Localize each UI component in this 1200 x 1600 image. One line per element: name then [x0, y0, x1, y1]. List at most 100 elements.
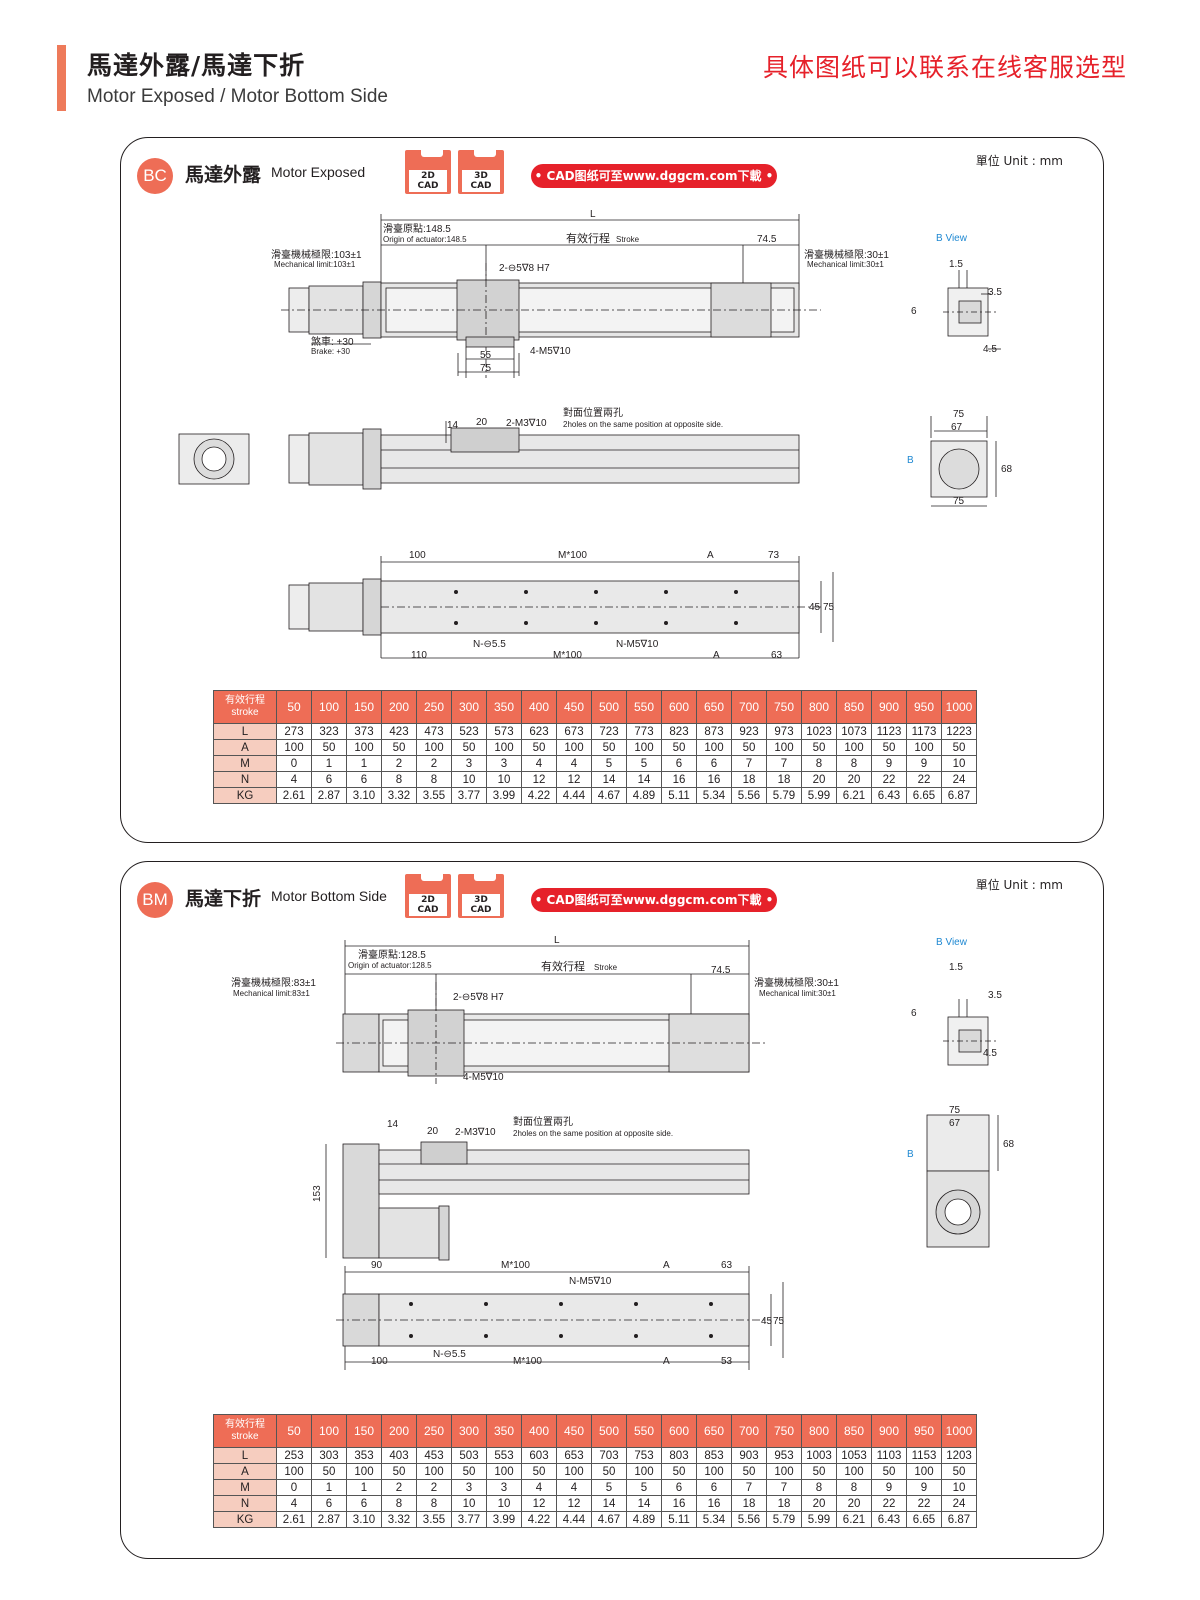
table-cell: 50: [941, 1463, 977, 1480]
table-cell: 10: [451, 771, 487, 788]
table-cell: 8: [801, 755, 837, 772]
row-label: N: [213, 1495, 277, 1512]
table-cell: 16: [696, 771, 732, 788]
table-cell: 303: [311, 1447, 347, 1464]
cad-3d-folder-icon[interactable]: 3D CAD: [458, 874, 504, 918]
row-label: A: [213, 739, 277, 756]
label-bot-m100b: M*100: [553, 650, 582, 661]
table-cell: 6.21: [836, 787, 872, 804]
stroke-header-cell: 600: [661, 1414, 697, 1448]
section-badge: BM: [137, 882, 173, 918]
table-cell: 4.44: [556, 787, 592, 804]
table-cell: 1173: [906, 723, 942, 740]
table-cell: 1203: [941, 1447, 977, 1464]
label-bot-a: A: [707, 550, 714, 561]
table-cell: 20: [836, 771, 872, 788]
table-cell: 100: [906, 1463, 942, 1480]
stroke-header-cell: 900: [871, 690, 907, 724]
table-cell: 22: [906, 771, 942, 788]
svg-text:L: L: [554, 935, 560, 946]
svg-text:4-M5∇10: 4-M5∇10: [463, 1072, 504, 1083]
accent-bar: [57, 45, 66, 111]
table-cell: 10: [451, 1495, 487, 1512]
table-cell: 3: [486, 755, 522, 772]
table-cell: 6: [661, 1479, 697, 1496]
stroke-header-cell: 200: [381, 690, 417, 724]
table-cell: 953: [766, 1447, 802, 1464]
table-cell: 50: [521, 1463, 557, 1480]
table-cell: 4.22: [521, 787, 557, 804]
technical-drawing-bc: L 滑臺原點:148.5 Origin of actuator:148.5 有效…: [178, 209, 1013, 661]
table-cell: 100: [766, 739, 802, 756]
table-cell: 853: [696, 1447, 732, 1464]
row-label: M: [213, 1479, 277, 1496]
svg-text:45: 45: [761, 1316, 773, 1327]
table-cell: 6: [661, 755, 697, 772]
svg-text:20: 20: [427, 1126, 439, 1137]
table-cell: 753: [626, 1447, 662, 1464]
table-cell: 8: [416, 1495, 452, 1512]
bm-motor-below: [378, 1207, 440, 1259]
svg-text:滑臺原點:128.5: 滑臺原點:128.5: [358, 948, 426, 961]
table-cell: 2: [381, 755, 417, 772]
table-cell: 9: [906, 1479, 942, 1496]
svg-text:A: A: [663, 1356, 670, 1367]
svg-text:Stroke: Stroke: [594, 963, 618, 972]
technical-drawing-bm: L 滑臺原點:128.5 Origin of actuator:128.5 有效…: [231, 935, 1015, 1370]
label-stroke-en: Stroke: [616, 235, 640, 244]
label-end-67: 67: [951, 422, 963, 433]
table-cell: 18: [731, 771, 767, 788]
table-cell: 703: [591, 1447, 627, 1464]
table-cell: 4.67: [591, 787, 627, 804]
stroke-header-cell: 700: [731, 1414, 767, 1448]
label-side-14: 14: [447, 420, 459, 431]
stroke-header-cell: 850: [836, 1414, 872, 1448]
cad-3d-label: 3D CAD: [462, 894, 500, 916]
table-cell: 1: [311, 755, 347, 772]
label-b-4-5: 4.5: [983, 344, 997, 355]
table-cell: 18: [766, 1495, 802, 1512]
svg-text:2-⊖5∇8 H7: 2-⊖5∇8 H7: [453, 992, 504, 1003]
table-cell: 5.56: [731, 1511, 767, 1528]
table-cell: 2.87: [311, 1511, 347, 1528]
label-side-20: 20: [476, 417, 488, 428]
table-cell: 1153: [906, 1447, 942, 1464]
table-cell: 553: [486, 1447, 522, 1464]
table-cell: 22: [906, 1495, 942, 1512]
table-cell: 4.89: [626, 1511, 662, 1528]
table-cell: 3.99: [486, 1511, 522, 1528]
actuator-side: [380, 434, 800, 484]
table-cell: 8: [836, 1479, 872, 1496]
svg-text:滑臺機械極限:30±1: 滑臺機械極限:30±1: [754, 976, 839, 989]
table-cell: 3: [451, 755, 487, 772]
table-cell: 373: [346, 723, 382, 740]
label-brake-cn: 煞車: +30: [311, 335, 354, 348]
row-label: KG: [213, 1511, 277, 1528]
table-cell: 10: [486, 771, 522, 788]
cad-2d-folder-icon[interactable]: 2D CAD: [405, 874, 451, 918]
label-bot-75v: 75: [823, 602, 835, 613]
stroke-header-cell: 450: [556, 1414, 592, 1448]
svg-text:4.5: 4.5: [983, 1048, 997, 1059]
table-cell: 1073: [836, 723, 872, 740]
table-cell: 6: [696, 755, 732, 772]
table-cell: 803: [661, 1447, 697, 1464]
label-side-tap: 2-M3∇10: [506, 418, 547, 429]
table-cell: 14: [591, 771, 627, 788]
svg-text:B View: B View: [936, 937, 968, 948]
table-cell: 14: [626, 771, 662, 788]
svg-text:有效行程: 有效行程: [541, 959, 585, 973]
table-cell: 100: [276, 739, 312, 756]
table-cell: 5.99: [801, 1511, 837, 1528]
svg-text:對面位置兩孔: 對面位置兩孔: [513, 1115, 573, 1128]
cad-3d-folder-icon[interactable]: 3D CAD: [458, 150, 504, 194]
section-title-en: Motor Exposed: [271, 164, 366, 180]
stroke-header-cell: 750: [766, 690, 802, 724]
cad-2d-folder-icon[interactable]: 2D CAD: [405, 150, 451, 194]
cad-download-link[interactable]: • CAD图纸可至www.dggcm.com下載 •: [531, 164, 777, 188]
table-cell: 100: [486, 1463, 522, 1480]
table-cell: 5.34: [696, 1511, 732, 1528]
cad-download-link[interactable]: • CAD图纸可至www.dggcm.com下載 •: [531, 888, 777, 912]
